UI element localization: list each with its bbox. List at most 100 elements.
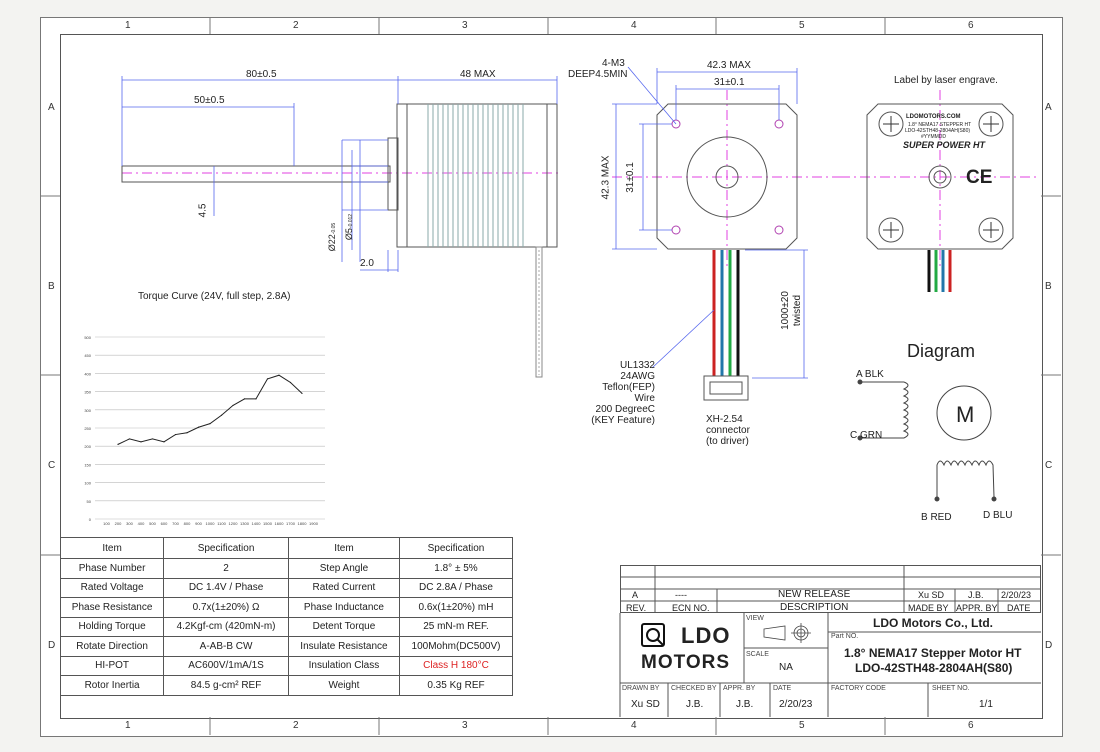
chart-ytick: 400 bbox=[84, 371, 91, 376]
label-caption: Label by laser engrave. bbox=[894, 75, 998, 86]
chart-xtick: 1700 bbox=[286, 521, 296, 526]
zone-top-6: 6 bbox=[968, 20, 974, 31]
label-d-blu: D BLU bbox=[983, 510, 1013, 521]
drawn-by-label: DRAWN BY bbox=[622, 685, 660, 692]
wire-note-3: 200 DegreeC bbox=[595, 404, 655, 415]
spec-header: Specification bbox=[398, 537, 514, 559]
chart-xtick: 700 bbox=[172, 521, 179, 526]
factory-code-label: FACTORY CODE bbox=[831, 685, 886, 692]
wire-note-1: UL1332 24AWG bbox=[619, 360, 655, 382]
chart-xtick: 1600 bbox=[275, 521, 285, 526]
chart-xtick: 500 bbox=[149, 521, 156, 526]
zone-top-1: 1 bbox=[125, 20, 131, 31]
chart-xtick: 1100 bbox=[217, 521, 226, 526]
chart-xtick: 1300 bbox=[240, 521, 250, 526]
front-wires bbox=[712, 250, 740, 376]
rev-ecn: ---- bbox=[675, 590, 687, 600]
zone-left-d: D bbox=[48, 640, 56, 651]
chart-point bbox=[220, 414, 223, 416]
rev-date: 2/20/23 bbox=[1001, 590, 1032, 600]
xh-connector bbox=[703, 375, 749, 401]
appr-by: J.B. bbox=[736, 699, 754, 710]
connector-note-1: XH-2.54 bbox=[706, 414, 743, 425]
label-title: SUPER POWER HT bbox=[903, 140, 986, 150]
spec-cell: 0.35 Kg REF bbox=[398, 675, 514, 696]
chart-xtick: 1800 bbox=[298, 521, 308, 526]
chart-ytick: 250 bbox=[84, 426, 91, 431]
zone-top-3: 3 bbox=[462, 20, 468, 31]
front-dimensions bbox=[612, 66, 808, 379]
wire-note-2: Teflon(FEP) Wire bbox=[602, 382, 655, 404]
rev-value: A bbox=[632, 590, 639, 600]
appr-by-header: APPR. BY bbox=[956, 603, 998, 613]
zone-top-2: 2 bbox=[293, 20, 299, 31]
zone-left-a: A bbox=[48, 102, 55, 113]
zone-bottom-1: 1 bbox=[125, 720, 131, 731]
drawing-frame bbox=[60, 34, 1043, 719]
part-no-label: Part NO. bbox=[831, 633, 859, 640]
connector-note-2: connector bbox=[706, 425, 750, 436]
holes-note-1: 4-M3 bbox=[602, 58, 625, 69]
zone-left-b: B bbox=[48, 281, 55, 292]
sheet-no: 1/1 bbox=[979, 699, 993, 710]
holes-note-2: DEEP4.5MIN bbox=[568, 69, 628, 80]
dim-hole-spacing: 31±0.1 bbox=[714, 77, 745, 88]
chart-title: Torque Curve (24V, full step, 2.8A) bbox=[138, 291, 291, 302]
zone-top-5: 5 bbox=[799, 20, 805, 31]
rev-appr-by: J.B. bbox=[968, 590, 984, 600]
chart-xtick: 1000 bbox=[206, 521, 216, 526]
label-a-blk: A BLK bbox=[856, 369, 884, 380]
rev-made-by: Xu SD bbox=[918, 590, 945, 600]
chart-point bbox=[186, 432, 188, 434]
spec-header: Item bbox=[59, 537, 165, 559]
dim-front-width: 42.3 MAX bbox=[707, 60, 751, 71]
chart-ytick: 500 bbox=[84, 335, 91, 340]
checked-by-label: CHECKED BY bbox=[671, 685, 717, 692]
dim-total: 80±0.5 bbox=[246, 69, 277, 80]
chart-xtick: 200 bbox=[115, 521, 122, 526]
date-header: DATE bbox=[1007, 603, 1031, 613]
zone-right-d: D bbox=[1045, 640, 1053, 651]
zone-bottom-5: 5 bbox=[799, 720, 805, 731]
chart-point bbox=[209, 423, 211, 425]
label-b-red: B RED bbox=[921, 512, 952, 523]
front-view bbox=[612, 90, 840, 270]
chart-ytick: 50 bbox=[87, 499, 92, 504]
company-name: LDO Motors Co., Ltd. bbox=[873, 616, 993, 630]
side-dimensions bbox=[121, 76, 558, 272]
chart-point bbox=[140, 441, 142, 443]
chart-xtick: 400 bbox=[138, 521, 145, 526]
description-header: DESCRIPTION bbox=[780, 602, 849, 613]
motor-symbol: M bbox=[956, 402, 975, 427]
chart-point bbox=[174, 433, 177, 436]
chart-point bbox=[255, 398, 257, 400]
zone-left-c: C bbox=[48, 460, 56, 471]
zone-bottom-2: 2 bbox=[293, 720, 299, 731]
chart-xtick: 1200 bbox=[229, 521, 239, 526]
chart-xtick: 1400 bbox=[252, 521, 262, 526]
spec-header-row: Item Specification Item Specification bbox=[59, 537, 514, 559]
chart-point bbox=[301, 392, 303, 395]
chart-ytick: 200 bbox=[84, 444, 91, 449]
connector-note: XH-2.54 connector (to driver) bbox=[706, 414, 750, 447]
part-title-1: 1.8° NEMA17 Stepper Motor HT bbox=[844, 646, 1022, 660]
dim-shaft: 50±0.5 bbox=[194, 95, 225, 106]
ldo-logo-icon bbox=[641, 623, 665, 647]
chart-point bbox=[278, 374, 280, 376]
label-brand: LDOMOTORS.COM bbox=[906, 114, 961, 120]
zone-right-b: B bbox=[1045, 281, 1052, 292]
label-view bbox=[840, 90, 1040, 270]
checked-by: J.B. bbox=[686, 699, 704, 710]
chart-point bbox=[289, 381, 292, 384]
chart-ytick: 300 bbox=[84, 408, 91, 413]
chart-ytick: 450 bbox=[84, 353, 91, 358]
appr-by-label: APPR. BY bbox=[723, 685, 756, 692]
chart-xtick: 1900 bbox=[309, 521, 319, 526]
chart-ytick: 100 bbox=[84, 481, 91, 486]
